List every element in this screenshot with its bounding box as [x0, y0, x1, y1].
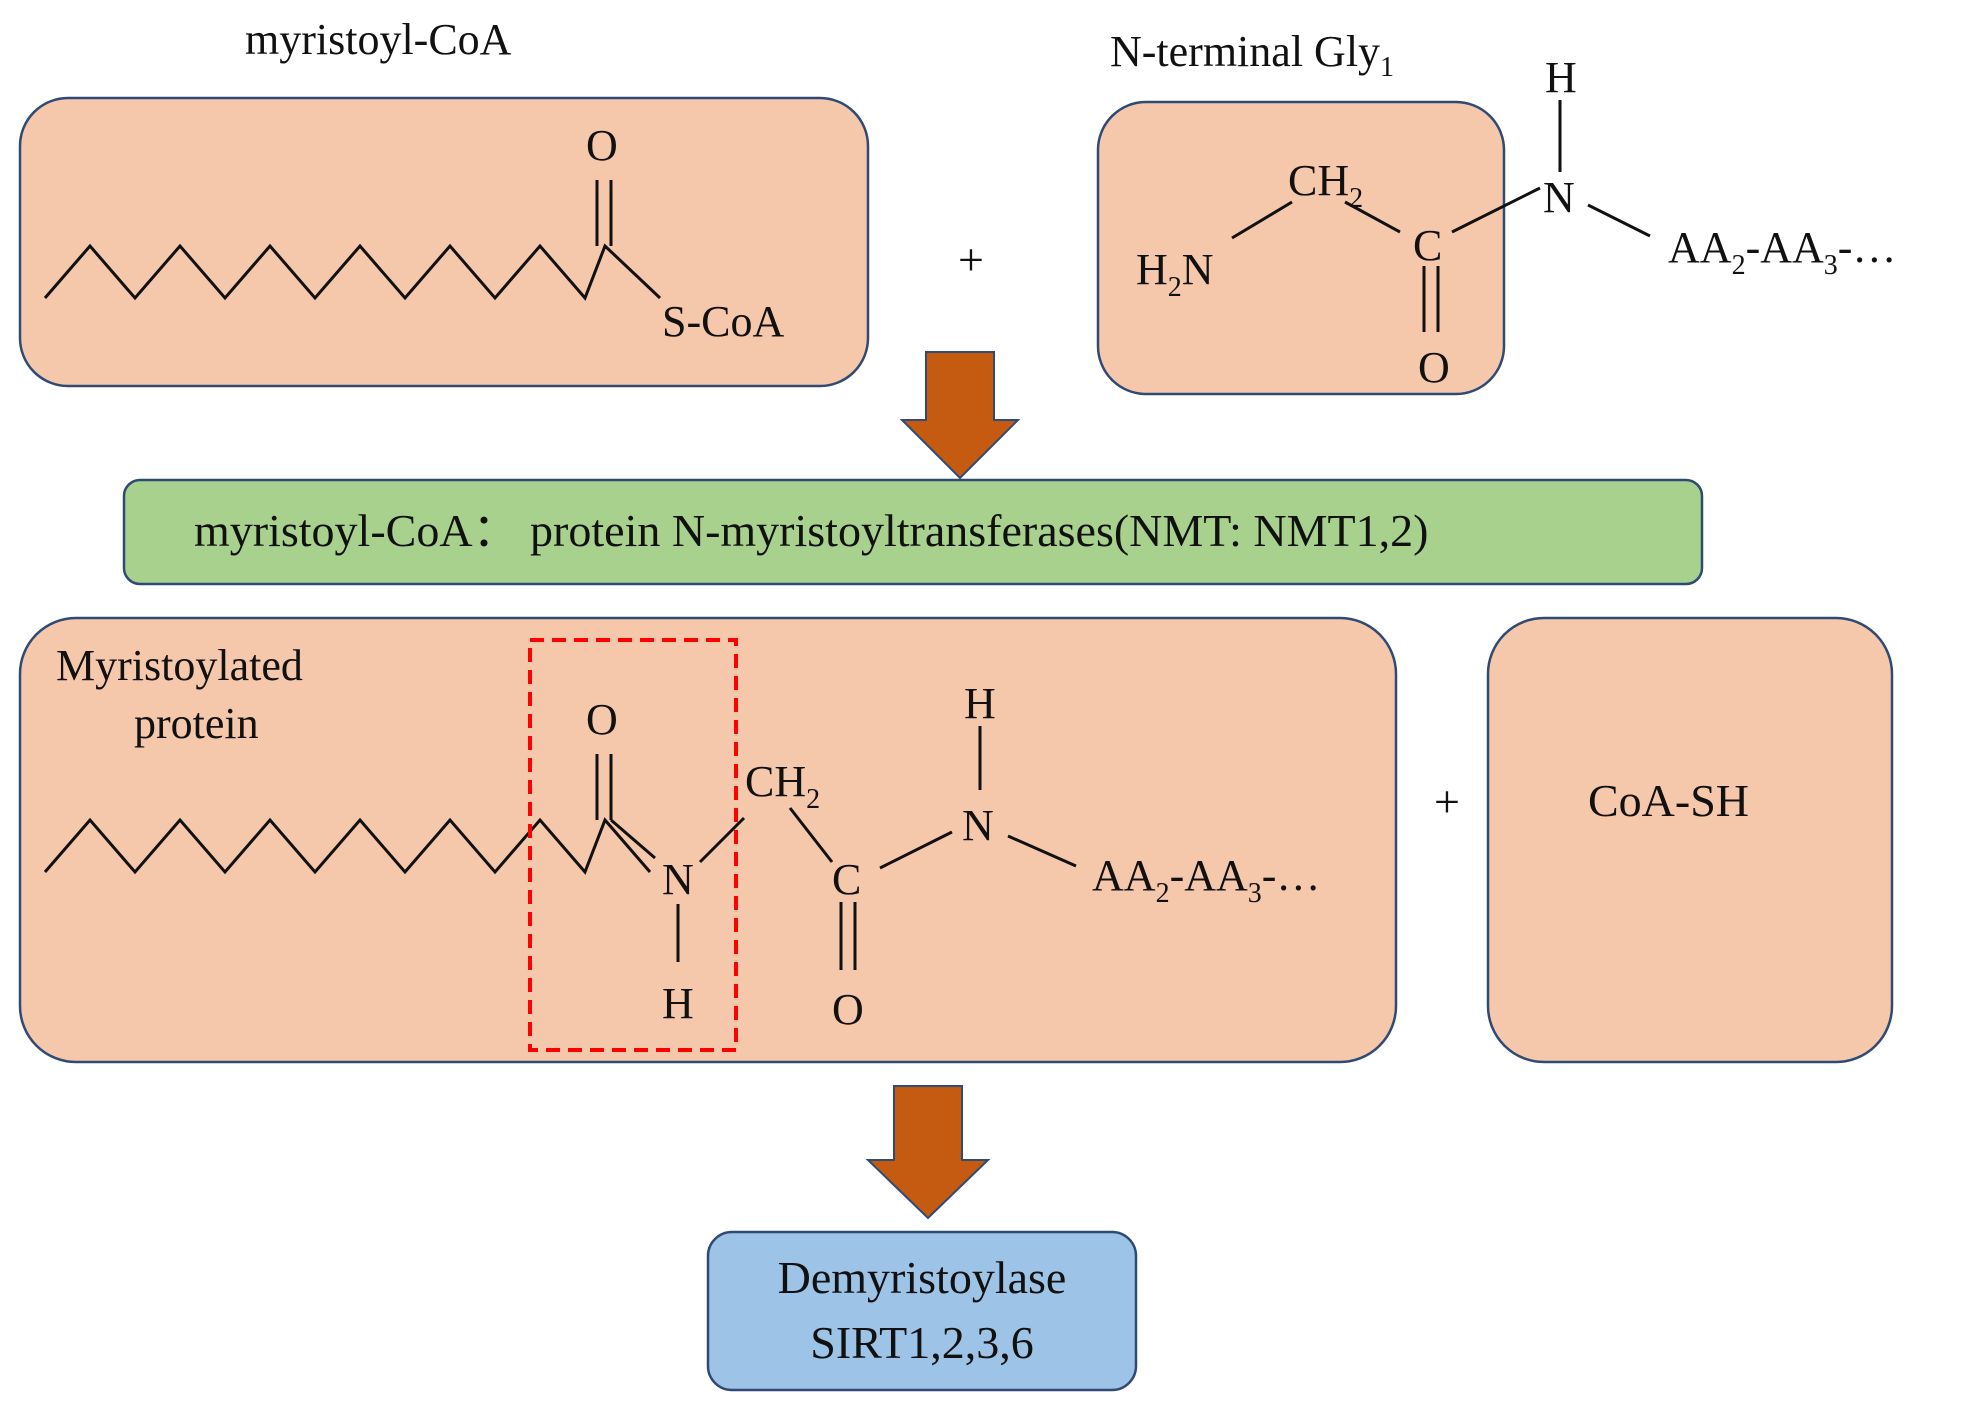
nmt-enzyme-label: myristoyl-CoA： protein N-myristoyltransf… — [194, 505, 1428, 556]
myristoylated-protein-label: Myristoylated — [56, 641, 303, 690]
demyristoylase-label: Demyristoylase — [778, 1252, 1067, 1303]
reaction-arrow-1 — [899, 351, 1021, 480]
myristoyl-chain-bonds — [43, 243, 662, 301]
n-ch2-bond — [698, 816, 746, 864]
s-coa-label: S-CoA — [662, 297, 784, 346]
gly-ch2-c-bond — [1344, 200, 1401, 234]
gly-c-n-bond — [1451, 186, 1541, 234]
myristoyl-coa-box — [18, 96, 870, 388]
demyristoylase-box — [706, 1230, 1138, 1392]
c-n-amide-bond — [610, 818, 656, 860]
product-chain-bonds — [43, 817, 652, 875]
plus-sign-reactants: + — [958, 234, 984, 285]
thioester-carbonyl-oxygen: O — [586, 121, 618, 170]
nmt-enzyme-box — [122, 478, 1704, 586]
gly-carbonyl-o: O — [1418, 343, 1450, 392]
c-n2-bond — [879, 830, 953, 870]
ch2-c-bond — [788, 807, 834, 863]
demyristoylase-sirt-label: SIRT1,2,3,6 — [810, 1317, 1033, 1368]
amide-n: N — [662, 855, 694, 904]
coa-sh-box — [1486, 616, 1894, 1064]
gly-n-ch2-bond — [1231, 200, 1293, 240]
reaction-arrow-2 — [865, 1085, 991, 1220]
gly-peptide-chain: AA2-AA3-… — [1668, 223, 1896, 281]
gly-n-chain-bond — [1587, 203, 1651, 238]
coa-sh-label: CoA-SH — [1588, 775, 1749, 826]
gly-amide-n: N — [1543, 173, 1575, 222]
myristoyl-coa-title: myristoyl-CoA — [245, 15, 512, 64]
gly-ch2: CH2 — [1288, 156, 1363, 214]
product-carbonyl-c: C — [832, 855, 861, 904]
amide-carbonyl-oxygen: O — [586, 695, 618, 744]
n-terminal-gly-box — [1096, 100, 1506, 396]
amide-h: H — [662, 979, 694, 1028]
n2-chain-bond — [1007, 834, 1077, 868]
gly-h2n: H2N — [1136, 245, 1214, 303]
myristoylated-protein-box — [18, 616, 1398, 1064]
product-peptide-chain: AA2-AA3-… — [1092, 851, 1320, 909]
gly-h-top: H — [1545, 53, 1577, 102]
myristoylated-protein-label-2: protein — [134, 699, 259, 748]
product-h-top: H — [964, 679, 996, 728]
gly-carbonyl-c: C — [1413, 221, 1442, 270]
product-carbonyl-o: O — [832, 985, 864, 1034]
product-ch2: CH2 — [745, 757, 820, 815]
product-n2: N — [962, 801, 994, 850]
plus-sign-products: + — [1434, 776, 1460, 827]
n-terminal-gly-title: N-terminal Gly1 — [1110, 27, 1394, 83]
